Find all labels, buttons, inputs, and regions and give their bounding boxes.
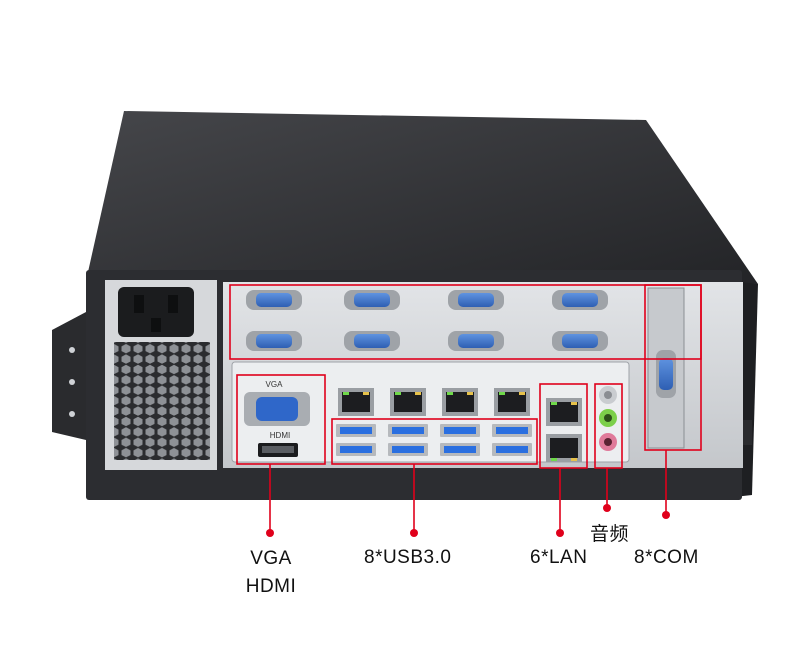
audio-leader-dot: [603, 504, 611, 512]
lan-leader-dot: [556, 529, 564, 537]
com-port: [448, 290, 504, 310]
video-callout-line1: VGA: [250, 548, 292, 569]
lan-port: [338, 388, 374, 416]
vga-port: [244, 392, 310, 426]
usb-port: [336, 424, 376, 437]
com-port: [656, 350, 676, 398]
usb-callout-label: 8*USB3.0: [364, 547, 452, 568]
usb-port: [492, 424, 532, 437]
mounting-bracket-left: [52, 312, 86, 440]
com-port: [344, 290, 400, 310]
lan-callout-box: [539, 383, 588, 469]
hdmi-panel-label: HDMI: [270, 431, 290, 440]
com-ports: [246, 290, 676, 398]
audio-callout-label: 音频: [590, 524, 630, 545]
vga-panel-label: VGA: [266, 380, 284, 389]
mounting-bracket-right: [742, 420, 752, 445]
usb-port: [336, 443, 376, 456]
usb-ports: [336, 424, 532, 456]
usb-port: [440, 424, 480, 437]
psu-fan-grill: [114, 342, 210, 460]
com-port: [246, 290, 302, 310]
com-port: [552, 331, 608, 351]
lan-port: [494, 388, 530, 416]
usb-port: [492, 443, 532, 456]
lan-port: [390, 388, 426, 416]
usb-port: [388, 443, 428, 456]
lan-callout-label: 6*LAN: [530, 547, 588, 568]
audio-jack-line-in: [599, 386, 617, 404]
lan-ports: [338, 388, 582, 462]
usb-leader-dot: [410, 529, 418, 537]
com-slot-callout-box: [644, 284, 702, 451]
audio-jack-line-out: [599, 409, 617, 427]
video-callout-box: [236, 374, 326, 465]
com-callout-label: 8*COM: [634, 547, 699, 568]
lan-port: [442, 388, 478, 416]
video-callout-label: VGA HDMI: [240, 545, 302, 601]
usb-callout-box: [331, 418, 538, 465]
audio-callout-box: [594, 383, 623, 469]
audio-jacks: [599, 386, 617, 451]
usb-port: [440, 443, 480, 456]
video-callout-line2: HDMI: [245, 576, 297, 597]
video-leader-dot: [266, 529, 274, 537]
audio-jack-mic: [599, 433, 617, 451]
com-leader-dot: [662, 511, 670, 519]
com-port: [246, 331, 302, 351]
chassis-top: [88, 111, 758, 284]
usb-port: [388, 424, 428, 437]
com-port: [552, 290, 608, 310]
com-port: [344, 331, 400, 351]
hdmi-port: [258, 443, 298, 457]
com-port: [448, 331, 504, 351]
lan-port: [546, 434, 582, 462]
lan-port: [546, 398, 582, 426]
